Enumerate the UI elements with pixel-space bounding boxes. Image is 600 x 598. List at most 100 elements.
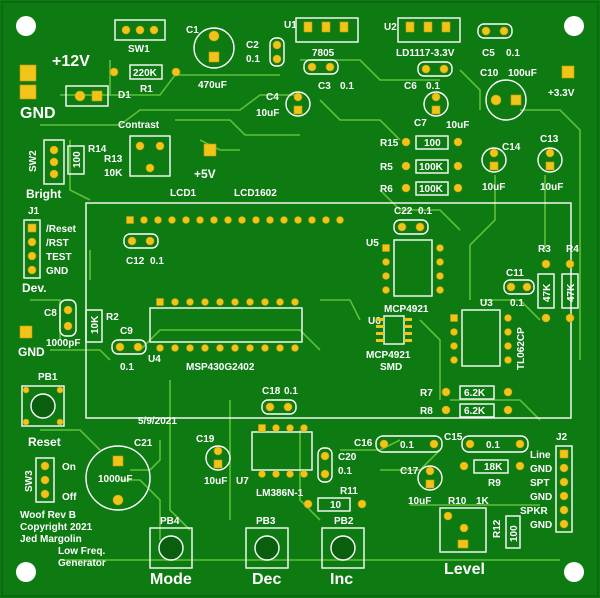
r7-pad-b	[503, 387, 513, 397]
c13-body	[537, 147, 563, 173]
c7-body	[423, 91, 449, 117]
u4-outline	[149, 307, 303, 343]
mounting-hole-tl	[16, 16, 36, 36]
r1-label: R1	[140, 84, 153, 95]
c11-outline	[503, 279, 535, 295]
u4-pin	[156, 344, 164, 352]
pb2-cap[interactable]	[330, 535, 356, 561]
u5-pin	[382, 258, 390, 266]
r12-label: R12	[492, 519, 503, 538]
lcd-pin	[182, 216, 190, 224]
u4-pin	[276, 298, 284, 306]
c13-pad-b	[545, 161, 555, 171]
u5-outline	[393, 239, 433, 297]
r10-label: R10	[448, 496, 467, 507]
j2-pin-label-6: GND	[530, 520, 552, 531]
pb1-button[interactable]	[21, 385, 65, 427]
u4-pin	[291, 344, 299, 352]
d1-pad-a	[74, 90, 86, 102]
c6-outline	[417, 61, 453, 77]
pb1-cap[interactable]	[30, 393, 56, 419]
u4-pin	[216, 298, 224, 306]
lcd-pin	[224, 216, 232, 224]
u7-pin	[272, 424, 280, 432]
pb3-button[interactable]	[245, 527, 289, 569]
lcd-pin	[196, 216, 204, 224]
c8-pad-b	[63, 321, 73, 331]
u5-pin	[382, 272, 390, 280]
r5-pad-a	[401, 161, 411, 171]
c4-pad-b	[293, 105, 303, 115]
label-gnd-top: GND	[20, 105, 56, 122]
level-pot[interactable]	[439, 507, 487, 553]
c15-label: C15	[444, 432, 463, 443]
c1-value: 470uF	[198, 80, 227, 91]
c20-pad-b	[320, 469, 330, 479]
c7-pad-a	[431, 92, 441, 102]
r2-body	[85, 309, 103, 343]
u5-pin	[436, 272, 444, 280]
label-lcd1: LCD1	[170, 188, 197, 199]
c1-body	[193, 27, 235, 69]
u4-pin	[186, 344, 194, 352]
r11-body	[317, 497, 351, 512]
pb2-button[interactable]	[321, 527, 365, 569]
lcd-pin	[126, 216, 134, 224]
u6-pin	[404, 325, 412, 328]
credits-line-2: Copyright 2021	[20, 522, 93, 533]
r5-value: 100K	[419, 162, 444, 173]
u7-pin	[286, 470, 294, 478]
c18-outline	[261, 399, 297, 415]
label-gnd-left: GND	[18, 345, 45, 359]
label-3v3: +3.3V	[548, 88, 575, 99]
j2-pin	[559, 449, 569, 459]
r14-body	[67, 145, 85, 175]
u1-label: U1	[284, 20, 297, 31]
pb4-cap[interactable]	[158, 535, 184, 561]
u2-pin2	[423, 21, 433, 33]
pb4-button[interactable]	[149, 527, 193, 569]
r1-pad-a	[109, 67, 119, 77]
c2-pad-a	[272, 40, 282, 50]
c16-pad-b	[429, 439, 439, 449]
c22-pad-b	[415, 222, 425, 232]
u6-pin	[404, 332, 412, 335]
j2-pin	[559, 519, 569, 529]
j1-pin2	[27, 237, 37, 247]
contrast-pot-pin1	[135, 141, 145, 151]
label-reset: Reset	[28, 435, 61, 449]
u6-part: MCP4921	[366, 350, 411, 361]
sw3-switch[interactable]	[35, 457, 55, 503]
c22-value: 0.1	[418, 206, 432, 217]
r9-label: R9	[488, 478, 501, 489]
u6-pin	[376, 325, 384, 328]
mounting-hole-bl	[16, 562, 36, 582]
c1-pad-a	[208, 30, 220, 42]
r11-pad-b	[357, 499, 367, 509]
c13-value: 10uF	[540, 182, 563, 193]
c10-pad-a	[490, 94, 502, 106]
u1-pin3	[339, 21, 349, 33]
c3-outline	[303, 59, 339, 75]
r7-pad-a	[441, 387, 451, 397]
j2-pin	[559, 477, 569, 487]
pb3-cap[interactable]	[254, 535, 280, 561]
j1-pin3	[27, 251, 37, 261]
lcd-pin	[238, 216, 246, 224]
r6-label: R6	[380, 184, 393, 195]
c9-value: 0.1	[120, 362, 134, 373]
sw1-pin1	[121, 25, 131, 35]
u7-label: U7	[236, 476, 249, 487]
r4-label: R4	[566, 244, 579, 255]
j1-pin-label-2: /RST	[46, 238, 69, 249]
c17-pad-b	[425, 479, 435, 489]
c1-label: C1	[186, 25, 199, 36]
c5-pad-b	[499, 26, 509, 36]
testpoint-3v3	[561, 65, 575, 79]
c17-pad-a	[425, 466, 435, 476]
lcd-header-pins	[126, 216, 344, 224]
u3-label: U3	[480, 298, 493, 309]
c2-label: C2	[246, 40, 259, 51]
contrast-pot	[129, 135, 171, 177]
